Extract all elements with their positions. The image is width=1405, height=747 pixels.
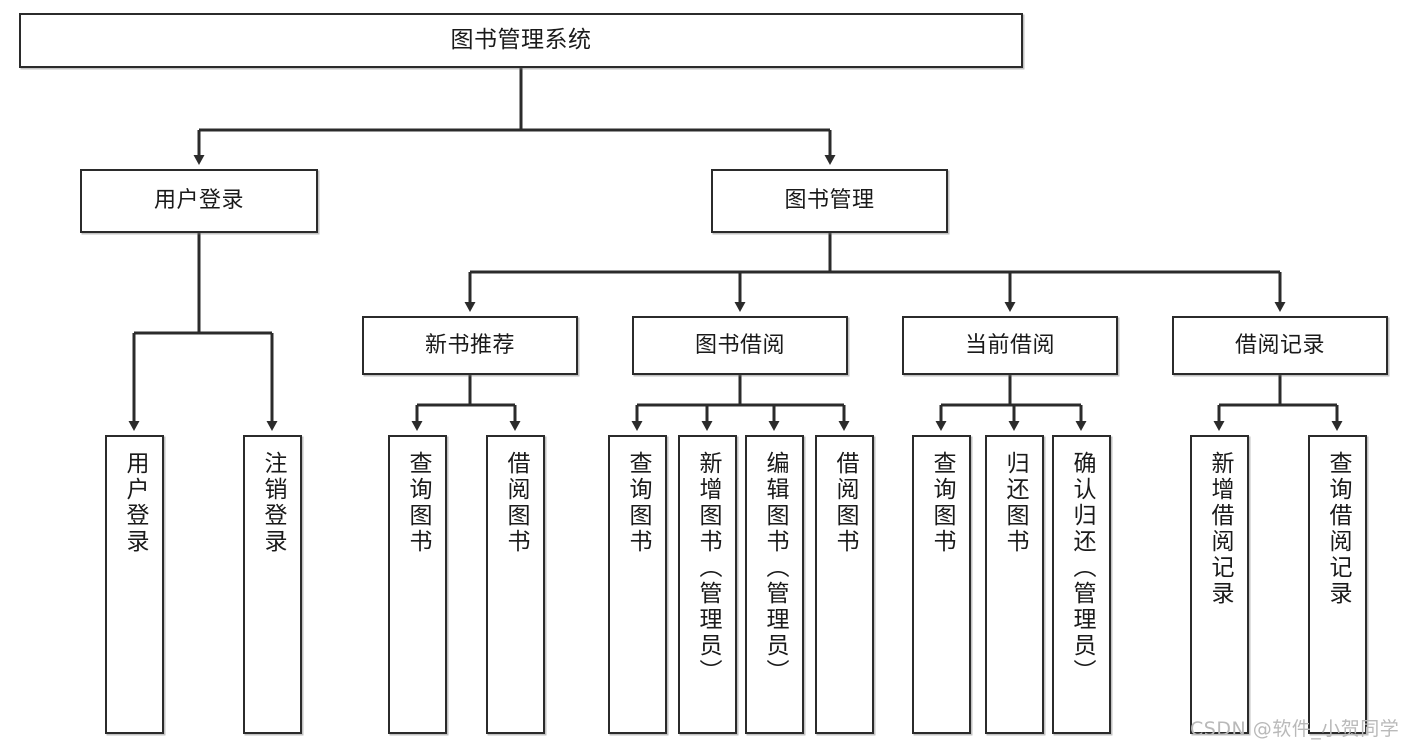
node-leaf-add-book-label: 新增图书（管理员）: [695, 451, 721, 685]
node-leaf-edit-book-label: 编辑图书（管理员）: [762, 451, 788, 685]
node-borrow-record-label: 借阅记录: [1234, 332, 1325, 358]
node-leaf-add-book[interactable]: 新增图书（管理员）: [678, 435, 737, 734]
node-leaf-return-book[interactable]: 归还图书: [985, 435, 1044, 734]
node-new-book-recommend[interactable]: 新书推荐: [362, 316, 578, 375]
node-current-borrow[interactable]: 当前借阅: [902, 316, 1118, 375]
node-book-management[interactable]: 图书管理: [711, 169, 948, 233]
node-book-borrow-label: 图书借阅: [694, 332, 785, 358]
node-user-login-label: 用户登录: [153, 188, 244, 214]
node-root[interactable]: 图书管理系统: [19, 13, 1023, 68]
node-leaf-query-book-1-label: 查询图书: [405, 451, 431, 555]
node-book-borrow[interactable]: 图书借阅: [632, 316, 848, 375]
node-root-label: 图书管理系统: [450, 26, 592, 53]
node-user-login[interactable]: 用户登录: [80, 169, 318, 233]
node-leaf-user-login[interactable]: 用户登录: [105, 435, 164, 734]
node-leaf-add-record-label: 新增借阅记录: [1207, 451, 1233, 607]
node-leaf-confirm-return[interactable]: 确认归还（管理员）: [1052, 435, 1111, 734]
node-leaf-borrow-book-1-label: 借阅图书: [503, 451, 529, 555]
node-leaf-borrow-book-2[interactable]: 借阅图书: [815, 435, 874, 734]
node-leaf-query-book-1[interactable]: 查询图书: [388, 435, 447, 734]
node-borrow-record[interactable]: 借阅记录: [1172, 316, 1388, 375]
csdn-watermark: CSDN @软件_小贺同学: [1190, 718, 1400, 740]
node-book-management-label: 图书管理: [784, 188, 875, 214]
node-leaf-user-logout-label: 注销登录: [260, 451, 286, 555]
node-leaf-query-book-3-label: 查询图书: [929, 451, 955, 555]
node-leaf-add-record[interactable]: 新增借阅记录: [1190, 435, 1249, 734]
node-new-book-recommend-label: 新书推荐: [424, 332, 515, 358]
node-leaf-borrow-book-2-label: 借阅图书: [832, 451, 858, 555]
node-leaf-borrow-book-1[interactable]: 借阅图书: [486, 435, 545, 734]
node-leaf-confirm-return-label: 确认归还（管理员）: [1069, 451, 1095, 685]
node-leaf-query-record[interactable]: 查询借阅记录: [1308, 435, 1367, 734]
node-leaf-user-logout[interactable]: 注销登录: [243, 435, 302, 734]
node-leaf-query-book-2-label: 查询图书: [625, 451, 651, 555]
node-leaf-query-book-3[interactable]: 查询图书: [912, 435, 971, 734]
node-leaf-user-login-label: 用户登录: [122, 451, 148, 555]
node-leaf-query-record-label: 查询借阅记录: [1325, 451, 1351, 607]
node-current-borrow-label: 当前借阅: [964, 332, 1055, 358]
node-leaf-query-book-2[interactable]: 查询图书: [608, 435, 667, 734]
node-leaf-edit-book[interactable]: 编辑图书（管理员）: [745, 435, 804, 734]
node-leaf-return-book-label: 归还图书: [1002, 451, 1028, 555]
